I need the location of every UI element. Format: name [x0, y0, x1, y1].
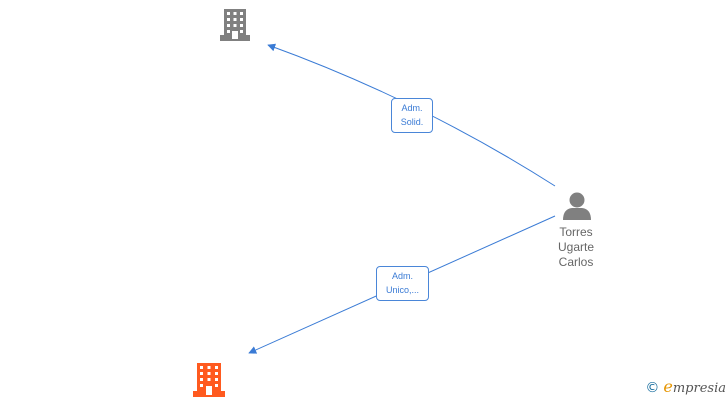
person-name-line1: Torres	[559, 225, 593, 239]
company-bottom-building-icon[interactable]	[193, 363, 225, 397]
person-name[interactable]: Torres Ugarte Carlos	[546, 225, 606, 270]
brand-initial: e	[663, 377, 673, 396]
edge-label-unico-line2: Unico,...	[385, 285, 419, 295]
company-top-building-icon[interactable]	[220, 9, 250, 41]
edge-label-solid: Adm. Solid.	[391, 98, 433, 133]
brand-name: mpresia	[672, 381, 726, 396]
person-icon[interactable]	[563, 192, 591, 221]
edge-label-solid-line2: Solid.	[400, 117, 424, 127]
edge-label-unico-line1: Adm.	[391, 271, 413, 281]
brand-watermark: ©empresia	[645, 377, 726, 396]
person-name-line3: Carlos	[558, 255, 594, 269]
edge-label-unico: Adm. Unico,...	[376, 266, 429, 301]
person-name-line2: Ugarte	[557, 240, 595, 254]
copyright-symbol: ©	[645, 380, 660, 396]
edge-label-solid-line1: Adm.	[401, 103, 423, 113]
